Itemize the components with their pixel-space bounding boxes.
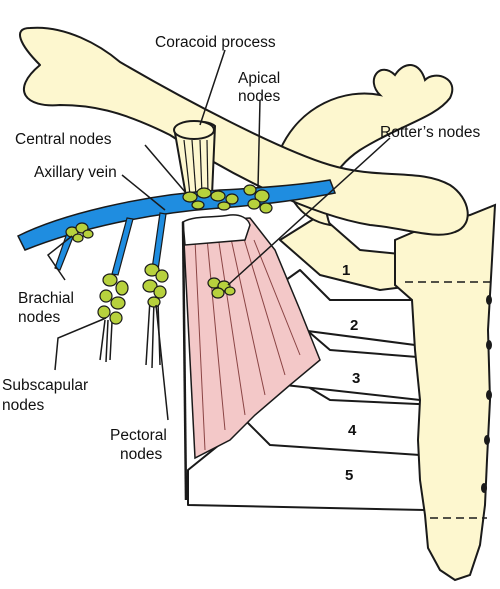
pectoral-nodes-cluster bbox=[142, 263, 169, 308]
rib-number-1: 1 bbox=[342, 262, 350, 279]
leader-coracoid bbox=[199, 49, 226, 126]
clavicle bbox=[19, 26, 469, 236]
leader-lines bbox=[46, 49, 391, 421]
label-pectoral-nodes-1: Pectoral bbox=[110, 427, 167, 444]
leader-rotters bbox=[227, 137, 391, 286]
rib-number-5: 5 bbox=[345, 467, 353, 484]
label-rotters-nodes: Rotter’s nodes bbox=[380, 124, 480, 141]
leader-pectoral bbox=[155, 304, 169, 421]
lymph-nodes bbox=[65, 184, 273, 325]
leader-subscapular bbox=[54, 317, 107, 371]
coracoid-cut-end bbox=[173, 120, 215, 140]
label-brachial-nodes-1: Brachial bbox=[18, 290, 74, 307]
label-axillary-vein: Axillary vein bbox=[34, 164, 117, 181]
label-apical-nodes-1: Apical bbox=[238, 70, 280, 87]
label-apical-nodes-2: nodes bbox=[238, 88, 280, 105]
label-subscapular-nodes-2: nodes bbox=[2, 397, 44, 414]
sternum bbox=[394, 203, 497, 582]
leader-axillary bbox=[121, 174, 166, 211]
label-subscapular-nodes-1: Subscapular bbox=[2, 377, 88, 394]
muscle-fibers bbox=[194, 231, 301, 451]
rotters-nodes-cluster bbox=[207, 277, 236, 299]
subscapular-nodes-cluster bbox=[97, 273, 129, 325]
rib-number-4: 4 bbox=[348, 422, 357, 439]
leader-apical bbox=[257, 99, 261, 189]
rib-number-3: 3 bbox=[352, 370, 360, 387]
label-pectoral-nodes-2: nodes bbox=[120, 446, 162, 463]
pectoralis-tendon bbox=[182, 214, 251, 246]
brachial-nodes-cluster bbox=[65, 222, 94, 243]
chest-wall-line bbox=[181, 221, 188, 501]
label-brachial-nodes-2: nodes bbox=[18, 309, 60, 326]
label-central-nodes: Central nodes bbox=[15, 131, 112, 148]
coracoid-fibers bbox=[183, 139, 209, 196]
sternal-notches bbox=[481, 295, 492, 493]
central-nodes-cluster bbox=[182, 187, 239, 211]
label-coracoid-process: Coracoid process bbox=[155, 34, 276, 51]
pectoralis-minor-muscle bbox=[182, 217, 321, 460]
apical-nodes-cluster bbox=[243, 184, 273, 214]
leader-central bbox=[144, 144, 187, 194]
leader-brachial bbox=[46, 235, 73, 281]
rib-number-2: 2 bbox=[350, 317, 358, 334]
